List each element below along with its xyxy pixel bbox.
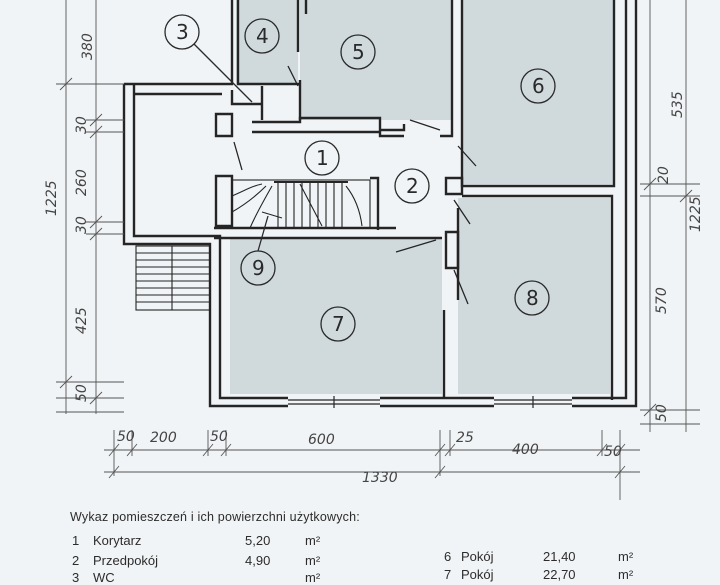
room-label-9: 9: [252, 256, 265, 280]
room-8-fill: [458, 198, 610, 394]
room-label-6: 6: [532, 74, 545, 98]
legend-room-name: Pokój: [461, 567, 494, 582]
legend-room-name: Korytarz: [93, 533, 142, 548]
dim-bottom-25: 25: [456, 430, 474, 446]
dim-bottom-total: 1330: [362, 470, 398, 486]
dim-left-30b: 30: [74, 216, 90, 234]
legend-area-unit: m²: [305, 533, 321, 548]
room-5-fill: [300, 0, 452, 120]
legend-room-name: WC: [93, 570, 115, 585]
legend-room-name: Pokój: [461, 549, 494, 564]
door-swings: [233, 65, 477, 305]
room-label-3: 3: [176, 20, 189, 44]
room-markers: [164, 14, 556, 342]
dim-left-425: 425: [74, 307, 90, 334]
legend-number: 1: [72, 533, 80, 548]
dimension-labels: 380 30 260 30 425 50 1225 535 20 570 50 …: [44, 33, 704, 486]
legend-area-unit: m²: [305, 553, 321, 568]
room-label-8: 8: [526, 286, 539, 310]
room-6-fill: [462, 0, 614, 184]
legend-room-name: Przedpokój: [93, 553, 159, 568]
legend-room-area: 22,70: [543, 567, 576, 582]
dim-bottom-400: 400: [512, 442, 539, 458]
room-label-1: 1: [316, 146, 329, 170]
dim-left-50: 50: [74, 384, 90, 402]
legend-number: 7: [444, 567, 452, 582]
dim-right-total: 1225: [688, 196, 704, 232]
legend-room-area: 21,40: [543, 549, 576, 564]
interior-stairs: [231, 179, 371, 229]
dim-bottom-50b: 50: [210, 429, 228, 445]
dim-bottom-600: 600: [308, 432, 335, 448]
dim-right-50: 50: [654, 404, 670, 422]
exterior-stairs: [135, 245, 211, 311]
legend-area-unit: m²: [618, 549, 634, 564]
legend-number: 3: [72, 570, 80, 585]
room-label-4: 4: [256, 24, 269, 48]
legend-room-area: 5,20: [245, 533, 271, 548]
room-label-2: 2: [406, 174, 419, 198]
legend-number: 6: [444, 549, 452, 564]
legend-number: 2: [72, 553, 80, 568]
room-fills: [230, 0, 614, 394]
dimension-lines: [56, 0, 700, 500]
dim-bottom-200: 200: [150, 430, 177, 446]
dim-left-380: 380: [80, 33, 96, 60]
windows: [288, 396, 572, 408]
legend-room-area: 4,90: [245, 553, 271, 568]
room-label-7: 7: [332, 312, 345, 336]
dim-left-30a: 30: [74, 116, 90, 134]
dim-left-total: 1225: [44, 180, 60, 216]
dim-bottom-50c: 50: [604, 444, 622, 460]
legend-area-unit: m²: [305, 570, 321, 585]
legend-title: Wykaz pomieszczeń i ich powierzchni użyt…: [70, 510, 360, 524]
dim-right-570: 570: [654, 287, 670, 314]
legend-area-unit: m²: [618, 567, 634, 582]
dim-bottom-50a: 50: [117, 429, 135, 445]
dim-left-260: 260: [74, 169, 90, 196]
room-7-fill: [230, 238, 442, 394]
room-label-5: 5: [352, 40, 365, 64]
floor-plan-drawing: 380 30 260 30 425 50 1225 535 20 570 50 …: [44, 0, 704, 500]
room-numbers: 3 4 5 6 1 2 7 8 9: [176, 20, 545, 336]
dim-right-535: 535: [670, 91, 686, 118]
dim-right-20: 20: [656, 166, 672, 184]
